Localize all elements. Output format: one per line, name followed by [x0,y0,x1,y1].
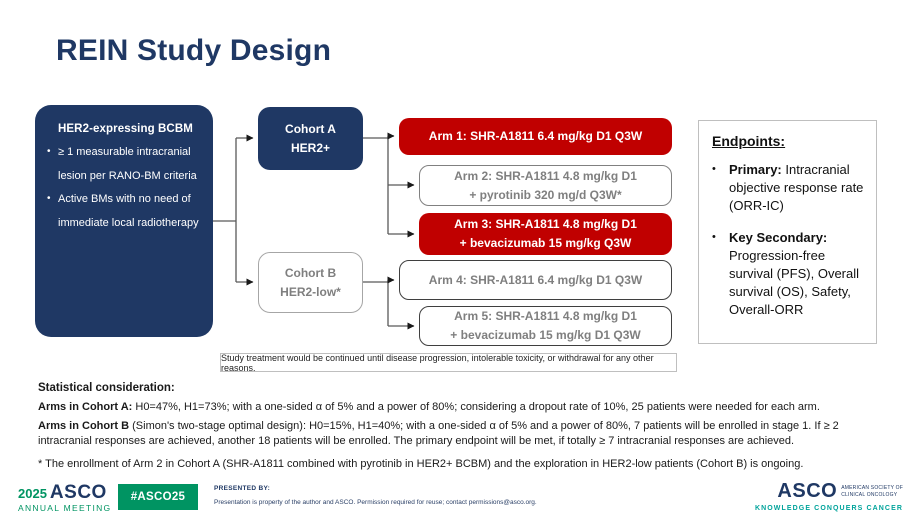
arm-4-label: Arm 4: SHR-A1811 6.4 mg/kg D1 Q3W [428,272,643,287]
arm-3-label: Arm 3: SHR-A1811 4.8 mg/kg D1 [454,217,637,232]
presented-by-label: PRESENTED BY: [214,485,271,492]
hashtag-badge: #ASCO25 [118,484,198,510]
cohort-b-box: Cohort B HER2-low* [258,252,363,313]
meeting-subtitle: ANNUAL MEETING [18,503,112,513]
arm-5-box: Arm 5: SHR-A1811 4.8 mg/kg D1 + bevacizu… [419,306,672,346]
endpoint-primary: Primary: Intracranial objective response… [729,161,866,216]
stats-cohort-a-text: H0=47%, H1=73%; with a one-sided α of 5%… [132,400,820,413]
endpoint-primary-text: Intracranial objective response rate (OR… [729,162,864,214]
stats-cohort-b-text: (Simon's two-stage optimal design): H0=1… [38,420,839,447]
cohort-a-label: Cohort A [285,121,336,136]
meeting-year: 2025 [18,486,47,501]
arm-2-label: Arm 2: SHR-A1811 4.8 mg/kg D1 [454,168,637,183]
eligibility-box: HER2-expressing BCBM • ≥ 1 measurable in… [35,105,213,337]
arm-2-label-line2: + pyrotinib 320 mg/d Q3W* [469,187,622,202]
bullet-icon: • [47,146,51,157]
asco-society-logo: ASCO AMERICAN SOCIETY OF CLINICAL ONCOLO… [755,480,903,512]
arm-5-label: Arm 5: SHR-A1811 4.8 mg/kg D1 [454,309,637,324]
eligibility-bullet-1: ≥ 1 measurable intracranial lesion per R… [58,146,197,182]
stats-heading: Statistical consideration: [38,382,175,394]
stats-cohort-b-lead: Arms in Cohort B [38,420,130,433]
statistical-consideration: Statistical consideration: Arms in Cohor… [38,381,880,453]
treatment-note-text: Study treatment would be continued until… [221,352,654,373]
list-item: • Key Secondary: Progression-free surviv… [712,229,866,320]
footer: 2025 ASCO ANNUAL MEETING #ASCO25 PRESENT… [0,478,915,520]
arm-4-box: Arm 4: SHR-A1811 6.4 mg/kg D1 Q3W [399,260,672,300]
endpoint-secondary-text: Progression-free survival (PFS), Overall… [729,247,860,318]
cohort-a-box: Cohort A HER2+ [258,107,363,170]
stats-cohort-a: Arms in Cohort A: H0=47%, H1=73%; with a… [38,400,880,414]
presented-by-block: PRESENTED BY: Presentation is property o… [214,485,537,506]
meeting-org: ASCO [49,482,107,503]
page-title: REIN Study Design [56,34,332,67]
arm-3-box: Arm 3: SHR-A1811 4.8 mg/kg D1 + bevacizu… [419,213,672,255]
bullet-icon: • [712,163,716,175]
treatment-note-box: Study treatment would be continued until… [220,352,677,373]
arm-1-box: Arm 1: SHR-A1811 6.4 mg/kg D1 Q3W [399,118,672,155]
list-item: • ≥ 1 measurable intracranial lesion per… [47,141,203,188]
arm-2-box: Arm 2: SHR-A1811 4.8 mg/kg D1 + pyrotini… [419,165,672,206]
asco-tagline: KNOWLEDGE CONQUERS CANCER [754,505,903,512]
arm-1-label: Arm 1: SHR-A1811 6.4 mg/kg D1 Q3W [428,129,643,144]
asco-logo-row: ASCO AMERICAN SOCIETY OF CLINICAL ONCOLO… [755,480,903,503]
list-item: • Primary: Intracranial objective respon… [712,161,866,216]
arm-5-label-line2: + bevacizumab 15 mg/kg D1 Q3W [450,328,641,342]
endpoint-secondary-lead: Key Secondary: [729,229,828,245]
eligibility-bullet-2: Active BMs with no need of immediate loc… [58,193,199,229]
endpoint-secondary: Key Secondary: Progression-free survival… [729,229,866,320]
cohort-b-label: Cohort B [284,265,337,280]
permission-text: Presentation is property of the author a… [214,499,537,506]
bullet-icon: • [47,193,51,205]
bullet-icon: • [712,230,716,243]
footnote-text: * The enrollment of Arm 2 in Cohort A (S… [38,458,804,470]
arm-3-label-line2: + bevacizumab 15 mg/kg Q3W [459,236,632,250]
list-item: • Active BMs with no need of immediate l… [47,188,203,235]
asco-logo-text: ASCO [777,480,838,502]
asco-society-name: AMERICAN SOCIETY OF CLINICAL ONCOLOGY [841,485,903,498]
asco-society-line2: CLINICAL ONCOLOGY [841,491,898,498]
endpoints-heading: Endpoints: [712,133,786,149]
stats-cohort-a-lead: Arms in Cohort A: [38,400,133,413]
meeting-logo-row: 2025 ASCO [18,483,111,502]
endpoint-primary-lead: Primary: [729,162,782,177]
asco-society-line1: AMERICAN SOCIETY OF [841,485,903,492]
asco-annual-meeting-logo: 2025 ASCO ANNUAL MEETING [18,483,111,513]
eligibility-heading: HER2-expressing BCBM [58,123,193,135]
endpoints-box: Endpoints: • Primary: Intracranial objec… [698,120,877,344]
cohort-b-subtype: HER2-low* [280,284,341,299]
cohort-a-subtype: HER2+ [290,140,331,155]
stats-cohort-b: Arms in Cohort B (Simon's two-stage opti… [38,419,880,448]
